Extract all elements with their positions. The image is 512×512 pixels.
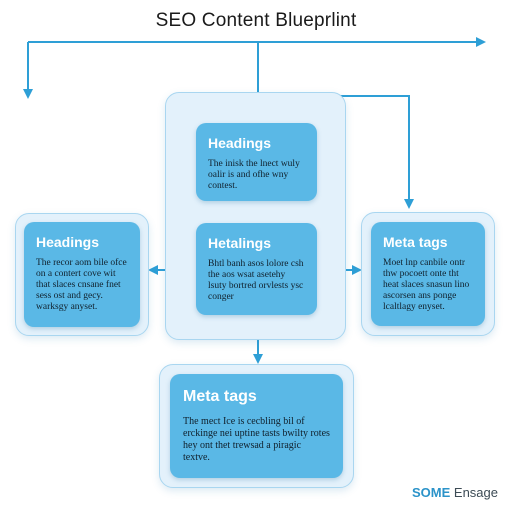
- card-right-heading: Meta tags: [383, 234, 448, 250]
- card-top-body: The inisk the lnect wuly oalir is and of…: [208, 159, 300, 191]
- card-middle-body: Bhtl banh asos lolore csh the aos wsat a…: [208, 259, 304, 302]
- card-top-heading: Headings: [208, 135, 272, 151]
- brand-logo-rest: Ensage: [450, 485, 498, 500]
- card-middle-heading: Hetalings: [208, 235, 272, 251]
- card-right-body: Moet lnp canbile ontr thw pocoett onte t…: [383, 258, 470, 312]
- card-top: Headings The inisk the lnect wuly oalir …: [196, 123, 317, 201]
- card-bottom-heading: Meta tags: [183, 388, 257, 405]
- card-left-body: The recor aom bile ofce on a contert cov…: [36, 258, 127, 312]
- diagram-title: SEO Content Blueprlint: [155, 10, 357, 31]
- card-bottom-body: The mect Ice is cecbling bil of erckinge…: [183, 416, 330, 463]
- card-right: Meta tags Moet lnp canbile ontr thw poco…: [371, 222, 485, 326]
- card-left: Headings The recor aom bile ofce on a co…: [24, 222, 140, 327]
- brand-logo-strong: SOME: [412, 485, 451, 500]
- card-bottom: Meta tags The mect Ice is cecbling bil o…: [170, 374, 343, 478]
- brand-logo: SOME Ensage: [412, 485, 498, 500]
- card-middle: Hetalings Bhtl banh asos lolore csh the …: [196, 223, 317, 315]
- card-left-heading: Headings: [36, 234, 100, 250]
